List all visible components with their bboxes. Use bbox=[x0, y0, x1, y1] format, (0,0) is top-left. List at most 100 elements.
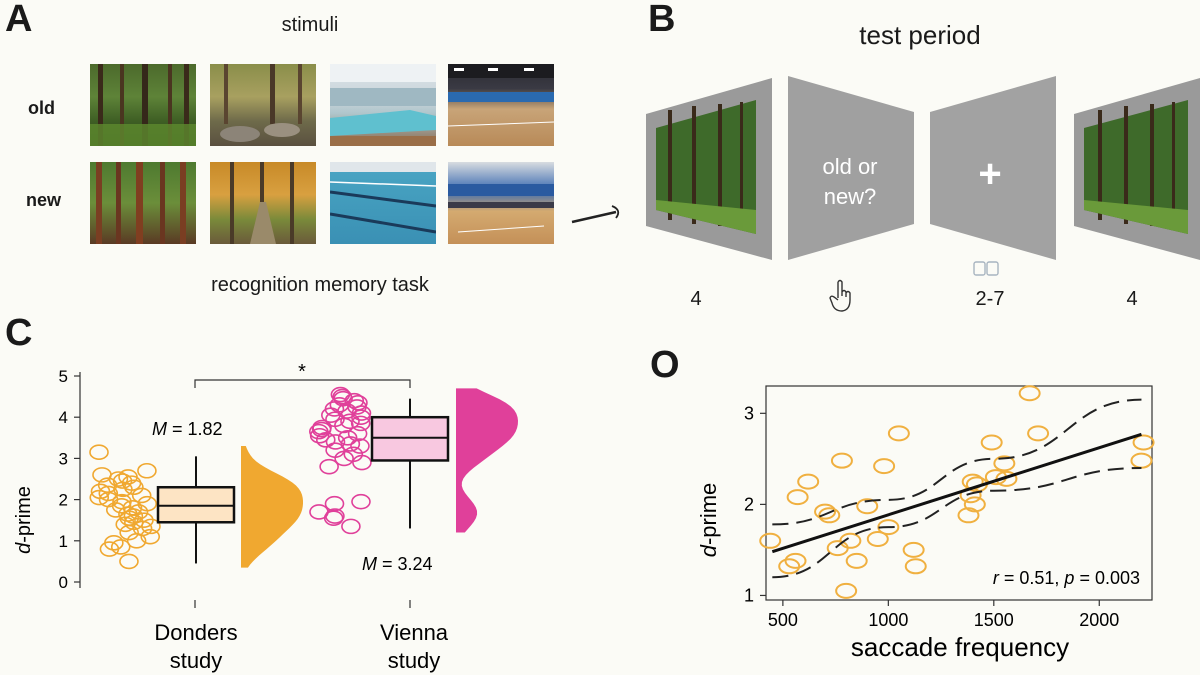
d-data-point bbox=[830, 452, 853, 469]
c-data-point bbox=[105, 502, 126, 518]
panel-d-plot-frame bbox=[765, 385, 1153, 601]
d-data-point bbox=[784, 552, 807, 569]
panel-a-title: stimuli bbox=[281, 14, 339, 36]
c-data-point bbox=[321, 407, 341, 423]
c-data-point bbox=[337, 430, 358, 446]
d-data-point bbox=[1018, 385, 1041, 402]
test-period-screens bbox=[646, 76, 1200, 260]
violin-donders bbox=[241, 446, 303, 568]
c-data-point bbox=[325, 442, 345, 458]
category-label-vienna-2: study bbox=[388, 648, 441, 673]
panel-b-title: test period bbox=[859, 20, 981, 50]
d-data-point bbox=[856, 498, 879, 515]
d-data-point bbox=[993, 455, 1016, 472]
d-data-point bbox=[759, 532, 782, 549]
mean-donders-label: M = 1.82 bbox=[152, 419, 223, 439]
mean-vienna-label: M = 3.24 bbox=[362, 554, 433, 574]
c-data-point bbox=[311, 421, 332, 438]
d-data-point bbox=[786, 489, 809, 506]
box-vienna bbox=[370, 415, 450, 462]
stimulus-old-rocky-forest bbox=[210, 64, 316, 146]
stimulus-new-forest bbox=[90, 162, 196, 244]
d-xtick-label: 1500 bbox=[974, 610, 1014, 630]
duration-2: 2-7 bbox=[975, 288, 1005, 310]
hand-pointer-icon bbox=[829, 279, 851, 312]
d-data-point bbox=[904, 558, 927, 575]
box-donders bbox=[156, 485, 236, 524]
c-data-point bbox=[99, 541, 120, 557]
c-data-point bbox=[325, 434, 346, 450]
d-ytick-label: 1 bbox=[744, 585, 754, 605]
stimulus-new-sports-hall bbox=[448, 162, 554, 244]
d-data-point bbox=[877, 519, 900, 536]
d-data-point bbox=[826, 540, 849, 557]
duration-3: 4 bbox=[1126, 288, 1138, 310]
c-data-point bbox=[126, 533, 147, 549]
row-label-new: new bbox=[26, 190, 62, 210]
stimulus-new-pool-lanes bbox=[330, 162, 436, 244]
ci-upper-line bbox=[772, 398, 1142, 526]
c-data-point bbox=[315, 432, 336, 448]
c-data-point bbox=[350, 415, 371, 432]
d-data-point bbox=[1130, 452, 1153, 469]
screen-4-forest-image bbox=[1084, 102, 1188, 234]
category-label-donders-2: study bbox=[170, 648, 223, 673]
d-data-point bbox=[1132, 434, 1155, 451]
c-data-point bbox=[352, 454, 372, 471]
c-ytick-label: 3 bbox=[59, 449, 68, 468]
panel-b-letter: B bbox=[648, 0, 676, 40]
panel-a-letter: A bbox=[5, 0, 33, 40]
c-data-point bbox=[309, 427, 330, 444]
prompt-line-1: old or bbox=[822, 154, 878, 179]
stimulus-new-autumn-forest bbox=[210, 162, 316, 244]
d-xtick-label: 500 bbox=[768, 610, 798, 630]
c-data-point bbox=[325, 508, 345, 524]
c-data-point bbox=[319, 458, 339, 475]
d-data-point bbox=[980, 434, 1003, 451]
c-data-point bbox=[137, 462, 157, 479]
d-data-point bbox=[1027, 425, 1050, 442]
c-data-point bbox=[351, 405, 372, 421]
c-data-point bbox=[334, 450, 354, 467]
significance-bracket bbox=[194, 379, 411, 388]
c-ytick-label: 1 bbox=[59, 532, 68, 551]
significance-star: * bbox=[298, 361, 306, 383]
d-ytick-label: 2 bbox=[744, 494, 754, 514]
c-data-point bbox=[351, 409, 371, 425]
d-data-point bbox=[866, 530, 889, 547]
c-data-point bbox=[119, 524, 139, 541]
c-data-point bbox=[141, 518, 161, 535]
regression-line bbox=[771, 432, 1142, 554]
arrow-icon bbox=[571, 205, 620, 224]
d-data-point bbox=[887, 425, 910, 442]
panel-a-caption: recognition memory task bbox=[211, 274, 429, 296]
stimulus-old-forest bbox=[90, 64, 196, 146]
keyboard-icon bbox=[973, 261, 999, 276]
c-data-point bbox=[124, 479, 144, 496]
d-xtick-label: 2000 bbox=[1079, 610, 1119, 630]
c-data-point bbox=[340, 436, 361, 452]
d-data-point bbox=[835, 582, 858, 599]
screen-1-forest-image bbox=[656, 102, 756, 234]
c-data-point bbox=[340, 413, 360, 430]
panel-c-letter: C bbox=[5, 312, 33, 354]
d-data-point bbox=[902, 541, 925, 558]
category-label-donders-1: Donders bbox=[154, 620, 237, 645]
c-data-point bbox=[140, 528, 161, 545]
c-ytick-label: 4 bbox=[59, 408, 68, 427]
stimulus-old-sports-hall bbox=[448, 64, 554, 146]
d-data-point bbox=[963, 496, 986, 513]
panel-c-ylabel: d-prime bbox=[13, 486, 35, 554]
d-data-point bbox=[873, 458, 896, 475]
c-data-point bbox=[111, 497, 132, 514]
panel-d-letter: O bbox=[650, 344, 680, 386]
c-ytick-label: 5 bbox=[59, 367, 68, 386]
c-data-point bbox=[113, 481, 133, 498]
screen-3 bbox=[930, 76, 1056, 260]
c-data-point bbox=[119, 553, 139, 570]
stimulus-old-indoor-pool bbox=[330, 64, 436, 146]
c-data-point bbox=[341, 518, 361, 535]
c-data-point bbox=[351, 493, 371, 510]
